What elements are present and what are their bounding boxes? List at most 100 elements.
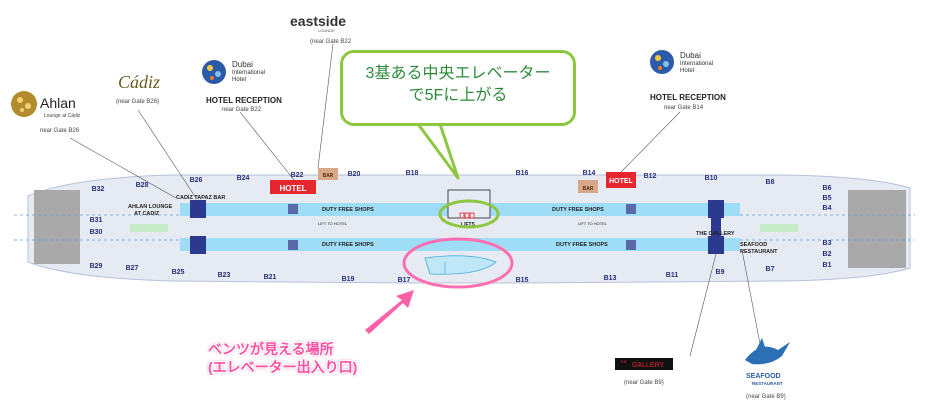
elevator-callout-line-2: で5Fに上がる bbox=[408, 87, 508, 104]
gate-label-b28: B28 bbox=[136, 182, 149, 189]
gate-label-b19: B19 bbox=[342, 276, 355, 283]
gate-label-b2: B2 bbox=[823, 251, 832, 258]
dih-east-logo-2: International bbox=[680, 61, 713, 67]
green-room-east bbox=[760, 224, 798, 232]
callout-pointer bbox=[416, 122, 460, 180]
bar-label-west: BAR bbox=[323, 173, 334, 179]
stair-mid bbox=[288, 240, 298, 250]
duty-free-label-3: DUTY FREE SHOPS bbox=[552, 207, 604, 213]
gate-label-b24: B24 bbox=[237, 175, 250, 182]
gate-label-b10: B10 bbox=[705, 175, 718, 182]
duty-free-label-1: DUTY FREE SHOPS bbox=[322, 207, 374, 213]
ahlan-logo-text: Ahlan bbox=[40, 95, 76, 111]
ahlan-near-gate: near Gate B26 bbox=[40, 128, 80, 134]
bar-box-west[interactable] bbox=[318, 168, 338, 180]
gate-label-b30: B30 bbox=[90, 229, 103, 236]
stair-east bbox=[626, 204, 636, 214]
gate-label-b3: B3 bbox=[823, 240, 832, 247]
gate-label-b14: B14 bbox=[583, 170, 596, 177]
duty-free-label-2: DUTY FREE SHOPS bbox=[322, 242, 374, 248]
concourse-outline bbox=[27, 174, 911, 284]
corridor-lower bbox=[180, 238, 740, 251]
elevator-callout-line-1: 3基ある中央エレベーター bbox=[365, 65, 551, 82]
eastside-logo-sub: LOUNGE bbox=[318, 28, 335, 33]
gate-label-b7: B7 bbox=[766, 266, 775, 273]
dih-east-logo-1: Dubai bbox=[680, 51, 701, 60]
cadiz-logo-text: Cádiz bbox=[118, 72, 160, 92]
mercedes-view-area bbox=[424, 255, 497, 275]
stair-east-low bbox=[626, 240, 636, 250]
hotel-box-east[interactable] bbox=[606, 172, 636, 188]
dih-west-logo-3: Hotel bbox=[232, 77, 246, 83]
gate-label-b9: B9 bbox=[716, 269, 725, 276]
dih-west-logo-2: International bbox=[232, 70, 265, 76]
gate-label-b23: B23 bbox=[218, 272, 231, 279]
gate-label-b22: B22 bbox=[291, 172, 304, 179]
hotel-label-west: HOTEL bbox=[279, 184, 306, 193]
dubai-hotel-logo-icon-east bbox=[650, 50, 674, 74]
gallery-logo-text: GALLERY bbox=[632, 362, 664, 369]
seafood-map-label-2: RESTAURANT bbox=[740, 249, 778, 255]
swordfish-icon bbox=[745, 338, 790, 365]
gate-label-b25: B25 bbox=[172, 269, 185, 276]
mercedes-view-note: ベンツが見える場所 (エレベーター出入り口) bbox=[208, 340, 448, 376]
lift-to-hotel-label-1: LIFT TO HOTEL bbox=[318, 221, 348, 226]
dih-west-logo-1: Dubai bbox=[232, 60, 253, 69]
gate-label-b17: B17 bbox=[398, 277, 411, 284]
green-room bbox=[130, 224, 168, 232]
west-end-block bbox=[34, 190, 80, 264]
seafood-map-label-1: SEAFOOD bbox=[740, 242, 767, 248]
gate-label-b29: B29 bbox=[90, 263, 103, 270]
dubai-hotel-logo-icon-west bbox=[202, 60, 226, 84]
gallery-logo-pre: THE bbox=[620, 360, 628, 364]
mercedes-view-note-line-2: (エレベーター出入り口) bbox=[208, 359, 358, 375]
lifts-icon bbox=[459, 212, 475, 219]
gate-label-b12: B12 bbox=[644, 173, 657, 180]
gate-label-b26: B26 bbox=[190, 177, 203, 184]
gate-label-b13: B13 bbox=[604, 275, 617, 282]
dih-west-title: HOTEL RECEPTION bbox=[206, 96, 282, 105]
gate-label-b20: B20 bbox=[348, 171, 361, 178]
dih-east-title: HOTEL RECEPTION bbox=[650, 93, 726, 102]
seafood-logo-text: SEAFOOD bbox=[746, 373, 781, 380]
ahlan-logo-icon bbox=[11, 91, 37, 117]
dih-west-near-gate: near Gate B22 bbox=[222, 107, 262, 113]
seafood-near-gate: (near Gate B9) bbox=[746, 394, 786, 400]
gate-label-b18: B18 bbox=[406, 170, 419, 177]
bar-label-east: BAR bbox=[583, 186, 594, 192]
gallery-near-gate: (near Gate B9) bbox=[624, 380, 664, 386]
gate-label-b15: B15 bbox=[516, 277, 529, 284]
connector-east-column bbox=[711, 218, 721, 236]
mercedes-view-note-line-1: ベンツが見える場所 bbox=[208, 341, 334, 357]
lifts-label: LIFTS bbox=[461, 222, 476, 228]
eastside-near-gate: (near Gate B22 bbox=[310, 39, 352, 45]
gate-label-b8: B8 bbox=[766, 179, 775, 186]
hotel-box-west[interactable] bbox=[270, 180, 316, 194]
lift-to-hotel-label-2: LIFT TO HOTEL bbox=[578, 221, 608, 226]
connector-east-lower bbox=[708, 236, 724, 254]
gate-label-b1: B1 bbox=[823, 262, 832, 269]
gate-label-b31: B31 bbox=[90, 217, 103, 224]
gallery-logo-box bbox=[615, 358, 673, 370]
gate-label-b21: B21 bbox=[264, 274, 277, 281]
gate-label-b27: B27 bbox=[126, 265, 139, 272]
gate-label-b6: B6 bbox=[823, 185, 832, 192]
pink-highlight-ellipse bbox=[402, 237, 514, 289]
connector-west-lower bbox=[190, 236, 206, 254]
cadiz-near-gate: (near Gate B26) bbox=[116, 99, 159, 105]
seafood-logo-sub: RESTAURANT bbox=[752, 381, 783, 386]
cadiz-tapaz-bar-label: CADIZ TAPAZ BAR bbox=[176, 195, 225, 201]
bar-box-east[interactable] bbox=[578, 180, 598, 193]
gate-label-b16: B16 bbox=[516, 170, 529, 177]
eastside-logo-text: eastside bbox=[290, 13, 346, 29]
ahlan-lounge-label-2: AT CADIZ bbox=[134, 211, 160, 217]
the-gallery-map-label: THE GALLERY bbox=[696, 231, 735, 237]
leader-lines bbox=[69, 43, 761, 357]
ahlan-lounge-label-1: AHLAN LOUNGE bbox=[128, 204, 173, 210]
east-end-block bbox=[848, 190, 906, 268]
